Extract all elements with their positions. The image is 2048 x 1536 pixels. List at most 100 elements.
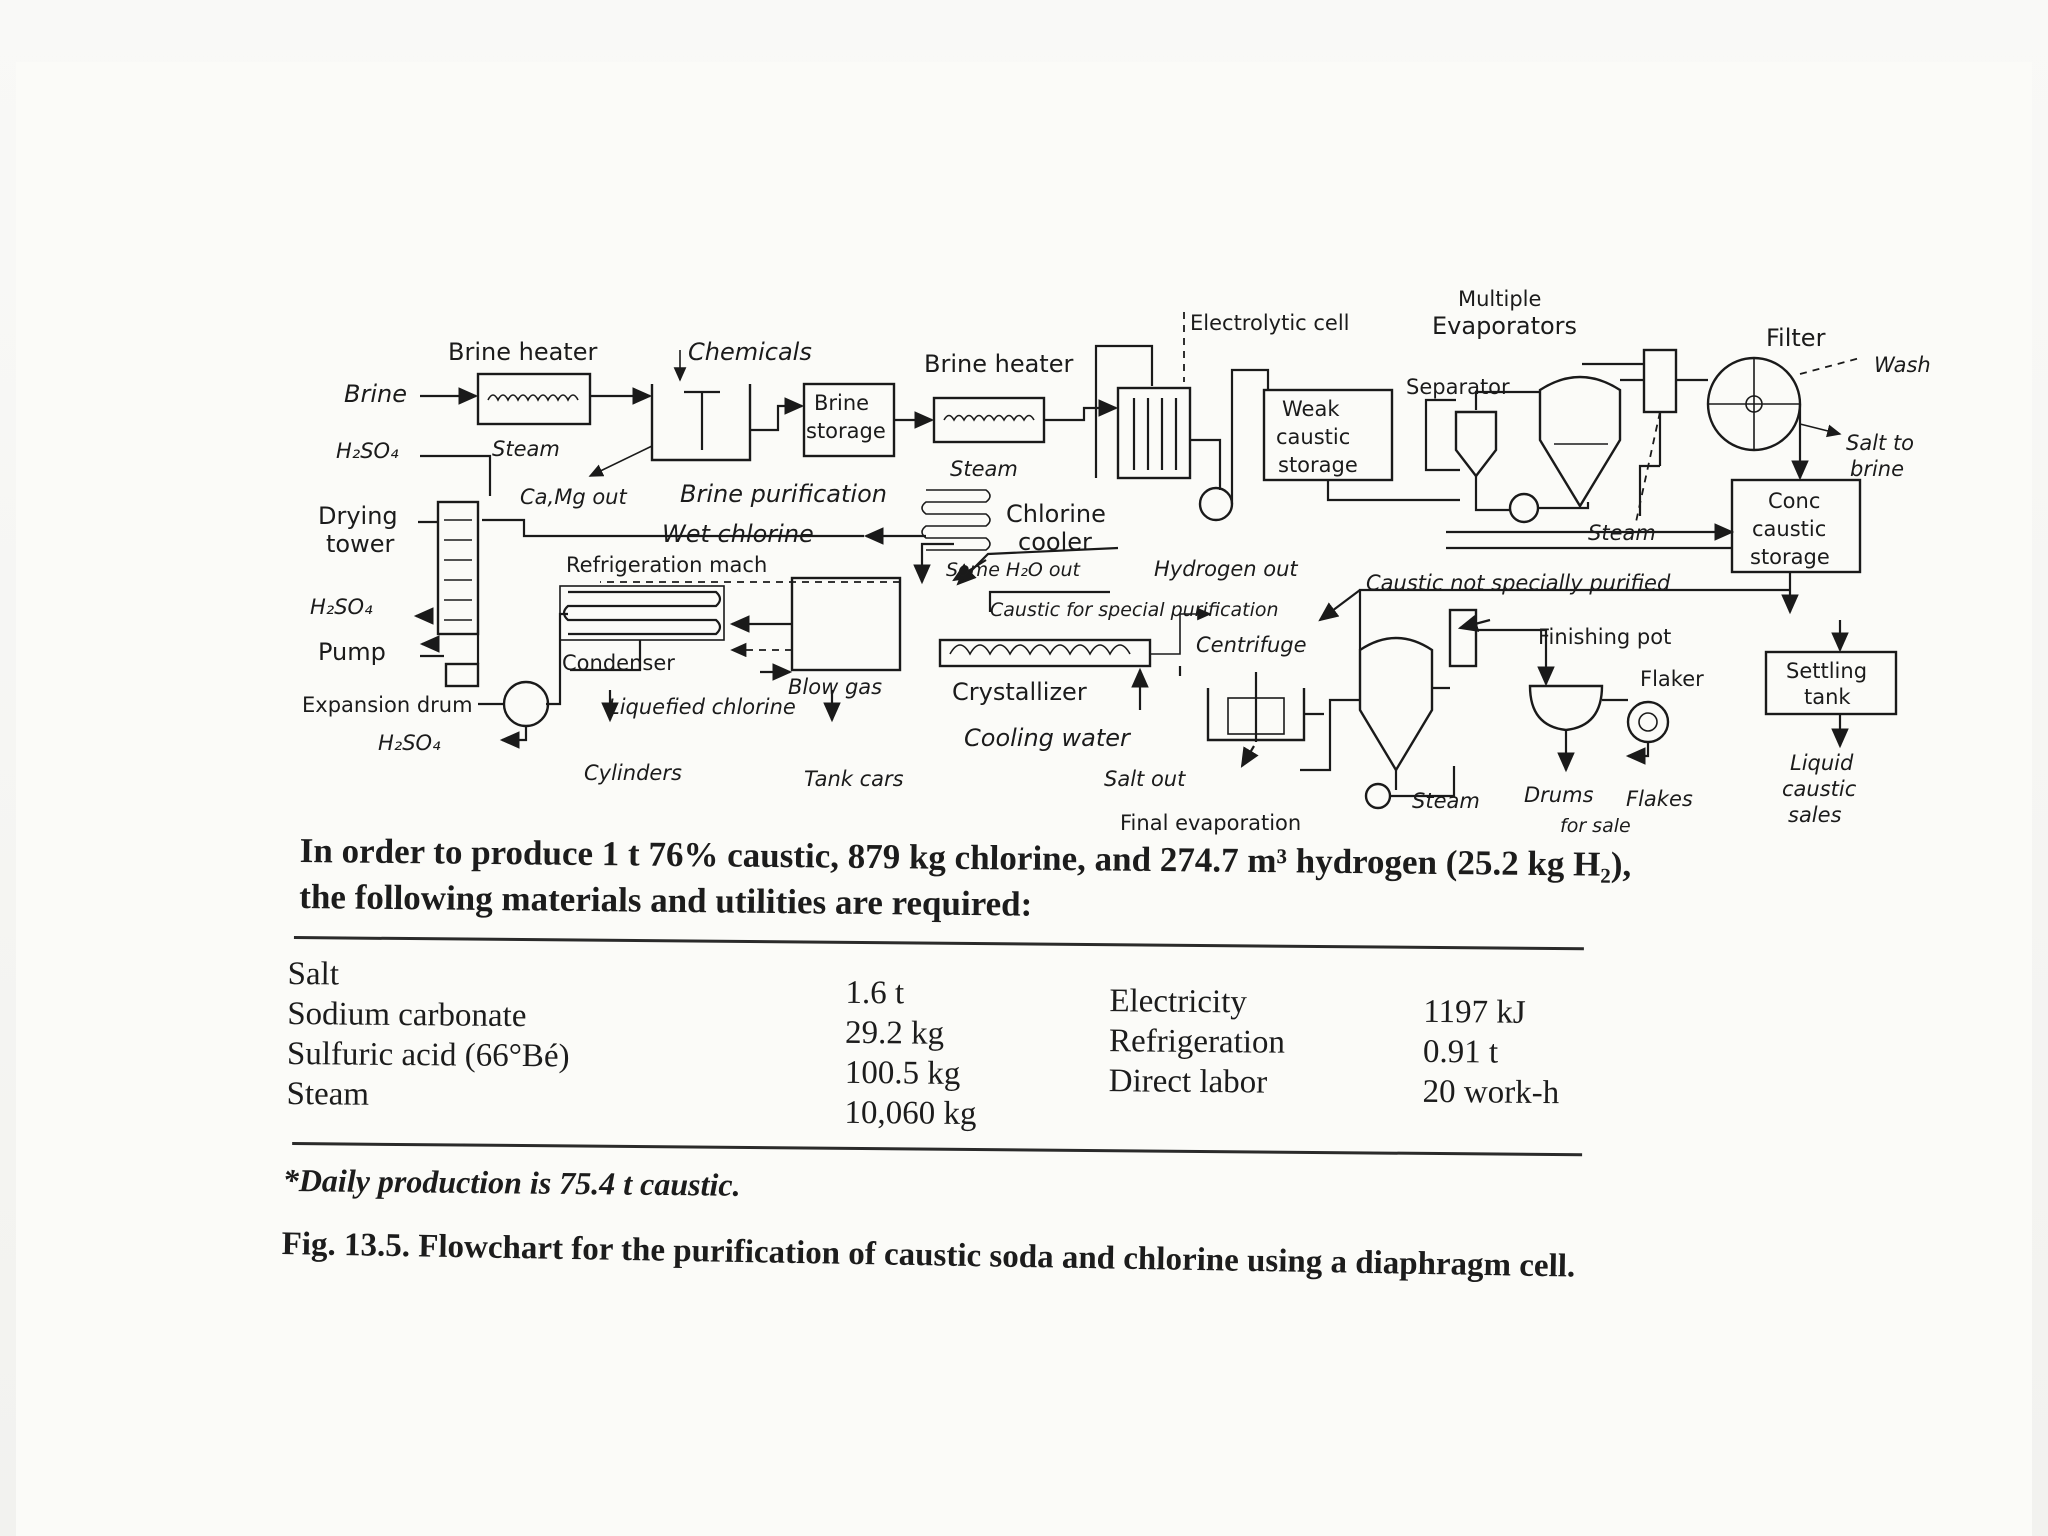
label-liquid-3: sales	[1788, 803, 1842, 827]
label-ca-mg-out: Ca,Mg out	[520, 485, 627, 509]
label-steam-3: Steam	[1588, 521, 1656, 545]
pump-box	[444, 662, 480, 688]
label-liquefied-chlorine: Liquefied chlorine	[608, 695, 796, 719]
settling-tank-box	[1764, 650, 1898, 716]
label-caustic-special: Caustic for special purification	[990, 599, 1279, 621]
finishing-pot	[1528, 684, 1604, 732]
label-expansion-drum: Expansion drum	[302, 693, 473, 717]
label-liquid-1: Liquid	[1790, 751, 1854, 775]
rotary-filter	[1706, 356, 1802, 452]
label-brine-heater-1: Brine heater	[448, 338, 597, 366]
requirements-table: Salt Sodium carbonate Sulfuric acid (66°…	[286, 932, 1588, 1183]
label-multiple: Multiple	[1458, 287, 1541, 311]
hydrogen-pump	[1198, 486, 1234, 522]
footnote: *Daily production is 75.4 t caustic.	[282, 1162, 741, 1203]
flaker-drum	[1626, 700, 1670, 744]
crystallizer-trough	[938, 638, 1152, 668]
label-chlorine-2: cooler	[1018, 528, 1092, 556]
label-wash: Wash	[1874, 353, 1931, 377]
separator-vessel	[1454, 410, 1498, 500]
materials-amount-column: 1.6 t 29.2 kg 100.5 kg 10,060 kg	[844, 973, 977, 1134]
label-blow-gas: Blow gas	[788, 675, 882, 699]
brine-heater-1	[476, 372, 592, 426]
label-brine-storage-1: Brine	[814, 391, 869, 415]
flowchart-labels: Brine H₂SO₄ Brine heater Steam Chemicals…	[302, 287, 1931, 837]
label-caustic-not: Caustic not specially purified	[1366, 571, 1671, 595]
label-final-evaporation: Final evaporation	[1120, 811, 1301, 835]
label-conc-3: storage	[1750, 545, 1830, 569]
label-cooling-water: Cooling water	[964, 724, 1132, 752]
label-finishing-pot: Finishing pot	[1538, 625, 1671, 649]
label-some-h2o: Some H₂O out	[946, 559, 1081, 581]
label-steam-1: Steam	[492, 437, 560, 461]
expansion-drum	[502, 680, 550, 728]
final-evaporator	[1358, 608, 1478, 810]
evaporator-vessel	[1538, 375, 1622, 509]
label-liquid-2: caustic	[1782, 777, 1857, 801]
label-salt-to: Salt to	[1846, 431, 1914, 455]
brine-heater-2	[932, 396, 1046, 444]
evaporator-pump	[1508, 492, 1540, 524]
brine-purification-tank	[650, 384, 752, 462]
label-crystallizer: Crystallizer	[952, 678, 1087, 706]
label-settling-2: tank	[1804, 685, 1851, 709]
label-brine: Brine	[344, 380, 407, 408]
refrigeration-box	[790, 576, 902, 672]
label-separator: Separator	[1406, 375, 1510, 399]
label-evaporators: Evaporators	[1432, 312, 1577, 340]
label-for-sale: for sale	[1560, 815, 1631, 837]
label-h2so4-top: H₂SO₄	[336, 439, 399, 463]
label-brine-heater-2: Brine heater	[924, 350, 1073, 378]
label-tank-cars: Tank cars	[804, 767, 904, 791]
electrolytic-cell	[1116, 386, 1192, 480]
label-drums: Drums	[1524, 783, 1594, 807]
utility-name: Direct labor	[1108, 1063, 1268, 1101]
label-h2so4-low: H₂SO₄	[378, 731, 441, 755]
label-drying-1: Drying	[318, 502, 398, 530]
label-salt-out: Salt out	[1104, 767, 1186, 791]
intro-paragraph: In order to produce 1 t 76% caustic, 879…	[299, 830, 1632, 924]
label-electrolytic-cell: Electrolytic cell	[1190, 311, 1350, 335]
utility-amount: 20 work-h	[1422, 1073, 1560, 1112]
label-conc-2: caustic	[1752, 517, 1826, 541]
label-filter: Filter	[1766, 324, 1826, 352]
utilities-name-column: Electricity Refrigeration Direct labor	[1109, 981, 1286, 1103]
page-paper	[16, 62, 2032, 1536]
utilities-amount-column: 1197 kJ 0.91 t 20 work-h	[1422, 992, 1560, 1113]
label-settling-1: Settling	[1786, 659, 1867, 683]
label-weak-2: caustic	[1276, 425, 1350, 449]
label-brine-storage-2: storage	[806, 419, 886, 443]
label-brine-purification: Brine purification	[680, 480, 887, 508]
material-amount: 29.2 kg	[844, 1014, 945, 1052]
material-amount: 1.6 t	[845, 974, 905, 1012]
utility-amount: 0.91 t	[1422, 1033, 1499, 1071]
material-name: Steam	[286, 1075, 370, 1113]
label-wet-chlorine: Wet chlorine	[662, 520, 814, 548]
material-amount: 100.5 kg	[844, 1054, 961, 1092]
label-h2so4-mid: H₂SO₄	[310, 595, 373, 619]
utility-amount: 1197 kJ	[1423, 993, 1526, 1031]
centrifuge	[1206, 672, 1306, 742]
drying-tower-column	[436, 500, 480, 636]
label-refrigeration: Refrigeration mach	[566, 553, 767, 577]
chlorine-cooler	[921, 489, 991, 551]
table-bottom-rule	[292, 1142, 1583, 1157]
label-chlorine-1: Chlorine	[1006, 500, 1106, 528]
materials-name-column: Salt Sodium carbonate Sulfuric acid (66°…	[286, 954, 570, 1116]
label-centrifuge: Centrifuge	[1196, 633, 1307, 657]
utility-name: Electricity	[1109, 983, 1248, 1021]
material-name: Sulfuric acid (66°Bé)	[286, 1035, 570, 1075]
flow-lines	[413, 312, 1861, 798]
label-weak-3: storage	[1278, 453, 1358, 477]
label-cylinders: Cylinders	[584, 761, 682, 785]
label-brine-right: brine	[1850, 457, 1904, 481]
label-condenser: Condenser	[562, 651, 675, 675]
material-amount: 10,060 kg	[844, 1094, 977, 1133]
label-pump: Pump	[318, 638, 386, 666]
label-hydrogen-out: Hydrogen out	[1154, 557, 1298, 581]
condenser-coil	[559, 585, 725, 641]
label-conc-1: Conc	[1768, 489, 1820, 513]
label-flaker: Flaker	[1640, 667, 1704, 691]
label-drying-2: tower	[326, 530, 394, 558]
